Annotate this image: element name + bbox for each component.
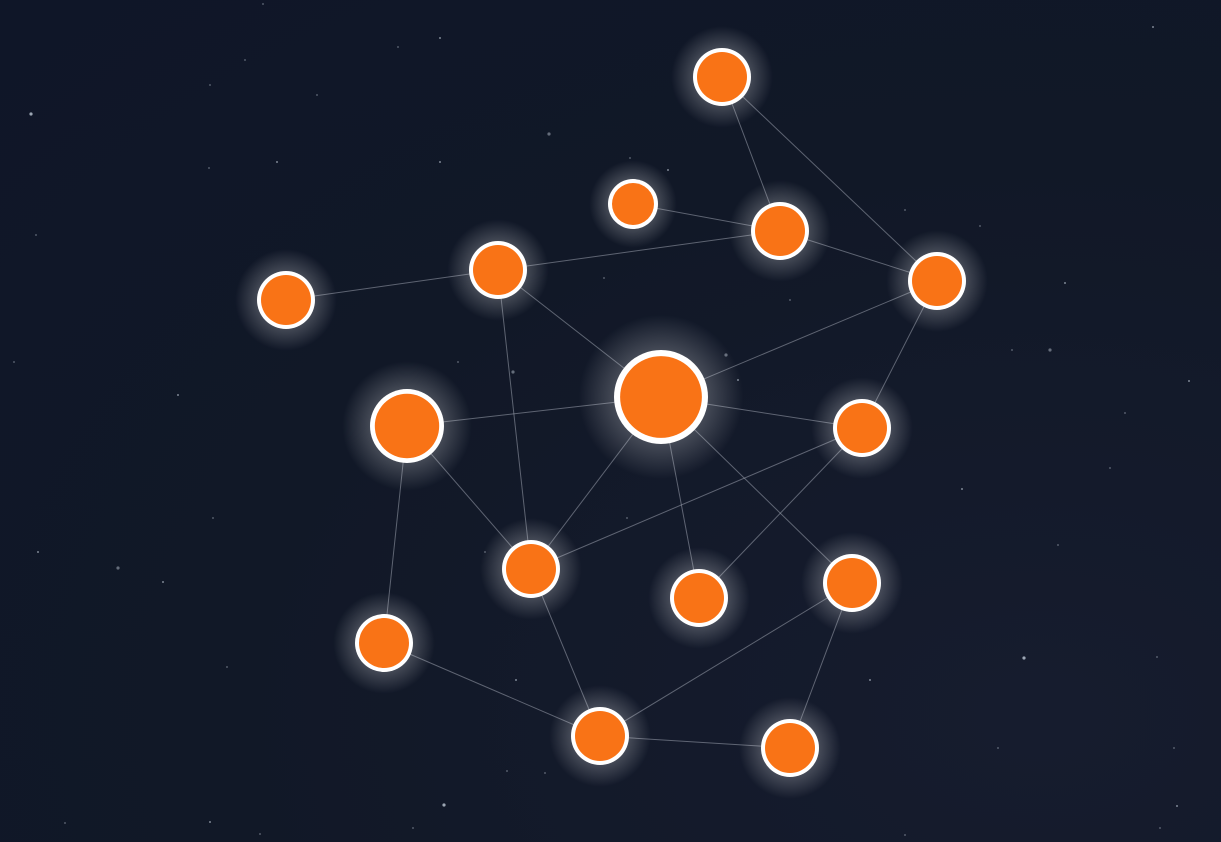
star-dot (177, 394, 179, 396)
graph-node-n2[interactable] (589, 160, 677, 248)
star-dot (457, 361, 459, 363)
graph-node-n11[interactable] (648, 547, 750, 649)
star-dot (276, 161, 278, 163)
node-core (620, 356, 702, 438)
star-dot (789, 299, 791, 301)
node-core (912, 256, 962, 306)
node-layer (235, 26, 988, 799)
star-dot (1188, 380, 1190, 382)
graph-node-n7[interactable] (578, 314, 744, 480)
node-core (575, 711, 625, 761)
star-dot (1064, 282, 1066, 284)
star-dot (1176, 805, 1178, 807)
node-core (359, 618, 409, 668)
graph-edge-n10-n9 (530, 427, 863, 570)
star-dot (544, 772, 546, 774)
star-dot (13, 361, 15, 363)
star-dot (209, 84, 211, 86)
star-dot (1048, 348, 1052, 352)
star-dot (212, 517, 214, 519)
star-dot (1109, 467, 1111, 469)
star-dot (29, 112, 33, 116)
star-field (13, 3, 1190, 836)
graph-node-n6[interactable] (235, 249, 337, 351)
graph-node-n5[interactable] (447, 219, 549, 321)
star-dot (629, 157, 631, 159)
star-dot (1011, 349, 1013, 351)
node-core (755, 206, 805, 256)
star-dot (116, 566, 120, 570)
star-dot (64, 822, 66, 824)
graph-node-n10[interactable] (480, 518, 582, 620)
graph-node-n13[interactable] (333, 592, 435, 694)
star-dot (506, 770, 508, 772)
graph-node-n8[interactable] (342, 361, 472, 491)
star-dot (259, 833, 261, 835)
star-dot (226, 666, 228, 668)
star-dot (961, 488, 963, 490)
star-dot (412, 827, 414, 829)
star-dot (869, 679, 871, 681)
node-core (612, 183, 654, 225)
star-dot (439, 161, 441, 163)
star-dot (208, 167, 210, 169)
graph-node-n14[interactable] (549, 685, 651, 787)
star-dot (904, 209, 906, 211)
node-core (837, 403, 887, 453)
node-core (374, 393, 440, 459)
star-dot (1057, 544, 1059, 546)
star-dot (511, 370, 515, 374)
star-dot (515, 679, 517, 681)
star-dot (1022, 656, 1026, 660)
node-core (827, 558, 877, 608)
star-dot (209, 821, 211, 823)
star-dot (439, 37, 441, 39)
star-dot (626, 517, 628, 519)
star-dot (262, 3, 264, 5)
graph-node-n4[interactable] (886, 230, 988, 332)
star-dot (1156, 656, 1158, 658)
star-dot (316, 94, 318, 96)
graph-node-n3[interactable] (729, 180, 831, 282)
star-dot (244, 59, 246, 61)
star-dot (1173, 747, 1175, 749)
star-dot (603, 277, 605, 279)
star-dot (397, 46, 399, 48)
node-core (473, 245, 523, 295)
star-dot (162, 581, 164, 583)
graph-node-n1[interactable] (671, 26, 773, 128)
node-core (506, 544, 556, 594)
star-dot (442, 803, 446, 807)
graph-node-n9[interactable] (811, 377, 913, 479)
star-dot (1124, 412, 1126, 414)
node-core (697, 52, 747, 102)
star-dot (547, 132, 551, 136)
node-core (261, 275, 311, 325)
star-dot (1159, 827, 1161, 829)
star-dot (997, 747, 999, 749)
graph-node-n15[interactable] (739, 697, 841, 799)
node-core (674, 573, 724, 623)
graph-node-n12[interactable] (801, 532, 903, 634)
star-dot (667, 169, 669, 171)
star-dot (979, 225, 981, 227)
star-dot (37, 551, 39, 553)
star-dot (904, 834, 906, 836)
node-core (765, 723, 815, 773)
star-dot (35, 234, 37, 236)
star-dot (1152, 26, 1154, 28)
